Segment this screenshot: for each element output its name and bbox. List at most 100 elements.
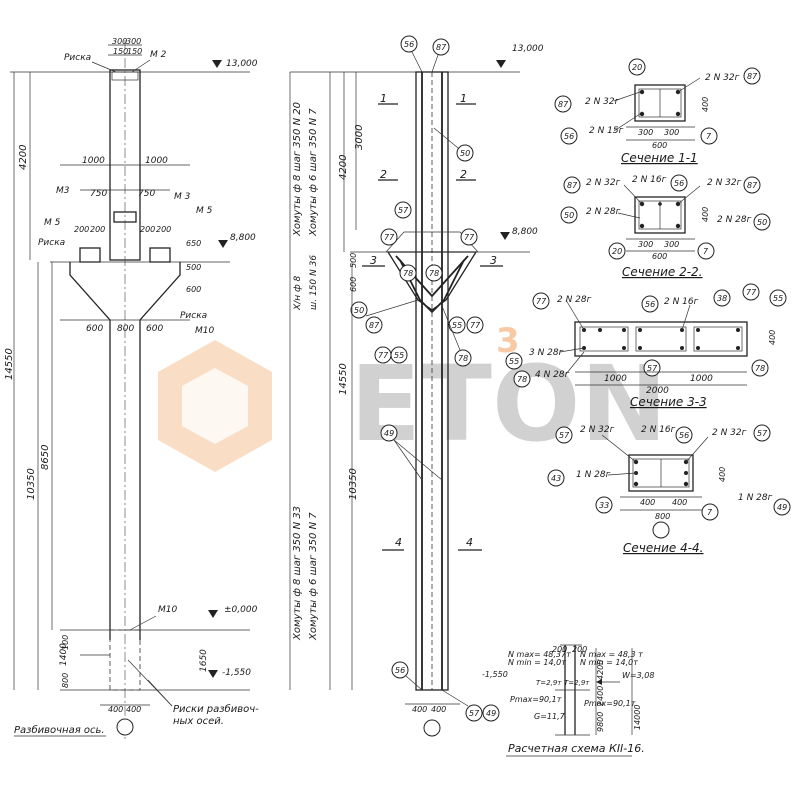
svg-text:78: 78 xyxy=(458,354,468,363)
section-3-3: 77 2 N 28г 56 2 N 16г 38 77 55 3 N 28г 5… xyxy=(505,283,787,409)
svg-text:57: 57 xyxy=(469,709,480,718)
svg-text:400: 400 xyxy=(640,498,655,507)
svg-text:2 N 15г: 2 N 15г xyxy=(589,126,624,136)
svg-text:300: 300 xyxy=(112,37,127,46)
note-stirrups-mid-2: ш. 150 N 36 xyxy=(309,255,319,310)
note-riski-2: ных осей. xyxy=(173,716,224,727)
svg-text:500: 500 xyxy=(349,253,358,268)
svg-text:50: 50 xyxy=(757,218,767,227)
svg-text:600: 600 xyxy=(146,324,163,334)
svg-text:77: 77 xyxy=(536,297,547,306)
svg-text:200: 200 xyxy=(156,225,171,234)
svg-text:300: 300 xyxy=(664,240,679,249)
svg-text:Pmax=90,1т: Pmax=90,1т xyxy=(510,695,562,704)
caption-section-4-4: Сечение 4-4. xyxy=(623,541,704,555)
note-stirrups-upper-2: Хомуты ф 6 шаг 350 N 7 xyxy=(308,108,319,237)
svg-text:87: 87 xyxy=(567,181,578,190)
svg-text:49: 49 xyxy=(384,429,394,438)
elev-13-mid: 13,000 xyxy=(512,44,544,54)
svg-text:T=2,9т: T=2,9т xyxy=(564,679,590,687)
svg-text:78: 78 xyxy=(517,375,527,384)
svg-text:1 N 28г: 1 N 28г xyxy=(576,470,611,480)
svg-text:400: 400 xyxy=(718,467,727,482)
watermark: 3 ETON xyxy=(158,321,667,472)
svg-text:4200: 4200 xyxy=(596,660,605,680)
svg-text:2 N 16г: 2 N 16г xyxy=(641,425,676,435)
svg-text:55: 55 xyxy=(394,351,404,360)
svg-text:2 N 32г: 2 N 32г xyxy=(712,428,747,438)
svg-text:55: 55 xyxy=(773,294,783,303)
svg-text:87: 87 xyxy=(558,100,569,109)
svg-text:N max= 48,37т: N max= 48,37т xyxy=(508,650,571,659)
svg-text:400: 400 xyxy=(768,330,777,345)
mark-m10-upper: М10 xyxy=(195,326,214,336)
svg-text:800: 800 xyxy=(117,324,134,334)
svg-text:87: 87 xyxy=(747,72,758,81)
svg-text:2000: 2000 xyxy=(646,386,669,396)
mark-riska-right: Риска xyxy=(180,311,207,321)
mid-elevation: 13,000 56 87 1 1 2 2 50 57 77 xyxy=(289,35,544,737)
mark-m2: М 2 xyxy=(150,50,167,60)
svg-text:9800: 9800 xyxy=(596,712,605,732)
svg-text:2 N 32г: 2 N 32г xyxy=(586,178,621,188)
svg-text:10350: 10350 xyxy=(26,468,37,500)
watermark-badge: 3 xyxy=(496,321,520,361)
svg-text:7: 7 xyxy=(706,132,712,141)
svg-text:300: 300 xyxy=(126,37,141,46)
svg-text:400: 400 xyxy=(126,705,141,714)
svg-text:4200: 4200 xyxy=(338,155,349,180)
svg-text:1 N 28г: 1 N 28г xyxy=(738,493,773,503)
svg-text:2: 2 xyxy=(380,168,387,181)
svg-text:78: 78 xyxy=(403,269,413,278)
svg-text:20: 20 xyxy=(612,247,622,256)
svg-text:150: 150 xyxy=(127,47,142,56)
svg-text:400: 400 xyxy=(412,705,427,714)
svg-text:200: 200 xyxy=(90,225,105,234)
svg-text:300: 300 xyxy=(664,128,679,137)
svg-text:4 N 28г: 4 N 28г xyxy=(535,370,570,380)
svg-text:14550: 14550 xyxy=(4,348,15,380)
svg-text:1000: 1000 xyxy=(145,156,168,166)
svg-text:3000: 3000 xyxy=(354,125,365,150)
svg-text:1: 1 xyxy=(460,92,467,105)
svg-text:56: 56 xyxy=(674,179,684,188)
axis-bubble-left xyxy=(116,718,134,736)
svg-text:10350: 10350 xyxy=(348,468,359,500)
svg-text:300: 300 xyxy=(638,240,653,249)
section-4-4: 57 2 N 32г 2 N 16г 56 2 N 32г 57 43 1 N … xyxy=(547,424,791,555)
svg-text:800: 800 xyxy=(655,512,670,521)
axis-bubble-mid xyxy=(423,719,441,737)
note-stirrups-lower-2: Хомуты ф 6 шаг 350 N 7 xyxy=(308,512,319,641)
svg-text:87: 87 xyxy=(747,181,758,190)
svg-text:400: 400 xyxy=(431,705,446,714)
axis-bubble-section-4 xyxy=(652,521,670,539)
section-1-1: 20 2 N 32г 87 87 2 N 32г 56 2 N 15г 7 30… xyxy=(554,58,761,165)
svg-text:49: 49 xyxy=(486,709,496,718)
svg-text:N min = 14,0т: N min = 14,0т xyxy=(580,658,638,667)
elev-13-left: 13,000 xyxy=(226,59,258,69)
svg-text:56: 56 xyxy=(645,300,655,309)
svg-text:800: 800 xyxy=(61,673,70,688)
svg-text:87: 87 xyxy=(436,43,447,52)
calc-scheme: 200 200 N max= 48,37т N min = 14,0т N ma… xyxy=(482,644,654,757)
svg-text:1000: 1000 xyxy=(604,374,627,384)
mark-m5-right: М 5 xyxy=(196,206,213,216)
svg-text:4: 4 xyxy=(395,536,402,549)
svg-text:20: 20 xyxy=(632,63,642,72)
svg-text:50: 50 xyxy=(354,306,364,315)
svg-text:2 N 32г: 2 N 32г xyxy=(580,425,615,435)
svg-text:2400: 2400 xyxy=(596,686,605,706)
note-stirrups-mid-1: Х/н ф 8 xyxy=(293,276,303,311)
svg-text:8650: 8650 xyxy=(40,445,51,470)
svg-text:14550: 14550 xyxy=(338,363,349,395)
caption-section-2-2: Сечение 2-2. xyxy=(622,265,703,279)
svg-text:87: 87 xyxy=(369,321,380,330)
svg-text:T=2,9т: T=2,9т xyxy=(536,679,562,687)
svg-text:57: 57 xyxy=(559,431,570,440)
note-stirrups-lower-1: Хомуты ф 8 шаг 350 N 33 xyxy=(292,506,303,641)
svg-text:1: 1 xyxy=(380,92,387,105)
svg-text:300: 300 xyxy=(638,128,653,137)
svg-text:100: 100 xyxy=(61,635,70,650)
mark-riska-top: Риска xyxy=(64,53,91,63)
